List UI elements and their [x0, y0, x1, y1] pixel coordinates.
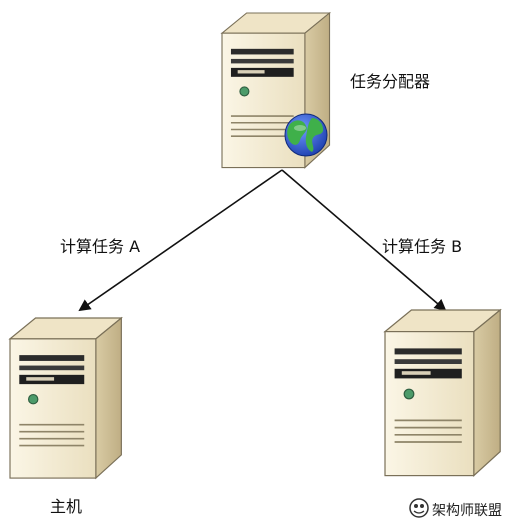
- edge-label-b: 计算任务 B: [382, 237, 463, 256]
- watermark-text: 架构师联盟: [432, 503, 502, 519]
- task-a-arrow: [78, 169, 283, 312]
- task-b-arrow: [281, 169, 447, 312]
- worker-server-icon: [384, 309, 502, 477]
- watermark-logo-icon: [409, 498, 429, 518]
- edge-label-a: 计算任务 A: [60, 237, 141, 256]
- dispatcher-label: 任务分配器: [350, 72, 431, 91]
- host-server-icon: [9, 317, 123, 479]
- host-label: 主机: [50, 497, 83, 516]
- globe-icon: [284, 113, 328, 157]
